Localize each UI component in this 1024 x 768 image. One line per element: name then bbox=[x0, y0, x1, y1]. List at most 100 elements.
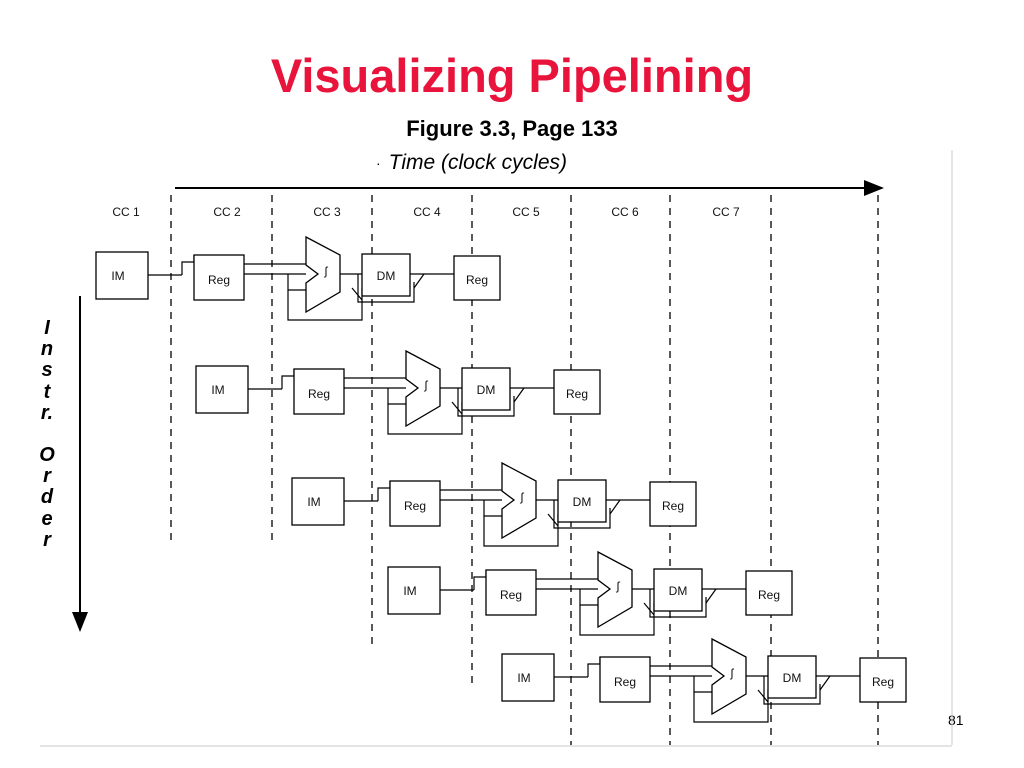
instruction-row: IMRegʃALUDMReg bbox=[95, 235, 501, 321]
reg-to-alu-wire bbox=[483, 500, 502, 517]
reg-write-box bbox=[649, 481, 697, 527]
cycle-label: CC 7 bbox=[712, 205, 740, 219]
dm-label: DM bbox=[477, 383, 496, 397]
alu-to-dm-wire bbox=[643, 602, 655, 616]
alu-bypass-wire bbox=[693, 690, 769, 723]
im-to-reg-wire bbox=[281, 369, 295, 389]
cycle-label: CC 1 bbox=[112, 205, 140, 219]
alu-shape bbox=[501, 461, 537, 540]
order-label-char: I bbox=[44, 317, 50, 339]
dm-label: DM bbox=[783, 671, 802, 685]
alu-shape bbox=[711, 637, 747, 716]
cycle-label: CC 3 bbox=[313, 205, 341, 219]
alu-shape bbox=[405, 349, 441, 428]
order-label-char: s bbox=[41, 359, 53, 382]
instruction-row: IMRegʃALUDMReg bbox=[387, 550, 793, 636]
reg-write-label: Reg bbox=[662, 499, 684, 513]
im-to-reg-wire bbox=[473, 570, 487, 590]
im-label: IM bbox=[211, 383, 224, 397]
dm-bypass-wire bbox=[649, 589, 707, 618]
im-label: IM bbox=[403, 584, 416, 598]
dm-to-reg-wire bbox=[513, 387, 525, 403]
reg-write-label: Reg bbox=[758, 588, 780, 602]
reg-write-box bbox=[745, 570, 793, 616]
dm-to-reg-wire bbox=[819, 675, 831, 691]
alu-glyph: ʃ bbox=[616, 579, 621, 593]
instruction-row: IMRegʃALUDMReg bbox=[195, 349, 601, 435]
order-label-char: t bbox=[43, 380, 51, 403]
dm-box bbox=[361, 253, 411, 297]
alu-to-dm-wire bbox=[351, 287, 363, 301]
slide-title: Visualizing Pipelining bbox=[270, 49, 754, 102]
reg-to-alu-wire bbox=[579, 589, 598, 606]
reg-to-alu-wire bbox=[693, 676, 712, 693]
figure-caption: Figure 3.3, Page 133 bbox=[406, 116, 618, 141]
alu-to-dm-wire bbox=[451, 401, 463, 415]
dm-box bbox=[557, 479, 607, 523]
reg-read-box bbox=[599, 656, 651, 703]
dm-label: DM bbox=[377, 269, 396, 283]
order-label-char: r bbox=[43, 465, 51, 488]
reg-write-label: Reg bbox=[466, 273, 488, 287]
dm-to-reg-wire bbox=[609, 499, 621, 515]
reg-read-label: Reg bbox=[614, 675, 636, 689]
alu-shape bbox=[597, 550, 633, 629]
alu-bypass-wire bbox=[387, 402, 463, 435]
dm-to-reg-wire bbox=[413, 273, 425, 289]
cycle-dividers bbox=[170, 195, 879, 745]
alu-glyph: ʃ bbox=[520, 490, 525, 504]
reg-read-label: Reg bbox=[500, 588, 522, 602]
dm-to-reg-wire bbox=[705, 588, 717, 604]
im-to-reg-wire bbox=[587, 657, 601, 677]
reg-write-box bbox=[453, 255, 501, 301]
dm-bypass-wire bbox=[357, 274, 415, 303]
reg-write-label: Reg bbox=[872, 675, 894, 689]
order-label-char: e bbox=[41, 507, 53, 530]
im-label: IM bbox=[517, 671, 530, 685]
reg-read-box bbox=[485, 569, 537, 616]
time-axis-label: Time (clock cycles) bbox=[388, 151, 567, 174]
order-label-char: O bbox=[39, 444, 55, 467]
dm-label: DM bbox=[573, 495, 592, 509]
reg-read-label: Reg bbox=[404, 499, 426, 513]
alu-glyph: ʃ bbox=[324, 264, 329, 278]
instruction-row: IMRegʃALUDMReg bbox=[501, 637, 907, 723]
reg-write-label: Reg bbox=[566, 387, 588, 401]
alu-glyph: ʃ bbox=[424, 378, 429, 392]
cycle-label: CC 2 bbox=[213, 205, 241, 219]
reg-to-alu-wire bbox=[287, 274, 306, 291]
reg-write-box bbox=[553, 369, 601, 415]
im-to-reg-wire bbox=[181, 255, 195, 275]
dm-label: DM bbox=[669, 584, 688, 598]
im-box bbox=[95, 251, 149, 300]
dm-bypass-wire bbox=[457, 388, 515, 417]
reg-write-box bbox=[859, 657, 907, 703]
im-label: IM bbox=[307, 495, 320, 509]
alu-bypass-wire bbox=[579, 603, 655, 636]
dm-box bbox=[767, 655, 817, 699]
instruction-rows: IMRegʃALUDMRegIMRegʃALUDMRegIMRegʃALUDMR… bbox=[95, 235, 907, 723]
cycle-label: CC 5 bbox=[512, 205, 540, 219]
im-to-reg-wire bbox=[377, 481, 391, 501]
alu-to-dm-wire bbox=[757, 689, 769, 703]
instruction-row: IMRegʃALUDMReg bbox=[291, 461, 697, 547]
cycle-label: CC 6 bbox=[611, 205, 639, 219]
order-label-char: n bbox=[40, 338, 54, 361]
reg-read-label: Reg bbox=[208, 273, 230, 287]
cycle-label: CC 4 bbox=[413, 205, 441, 219]
alu-bypass-wire bbox=[287, 288, 363, 321]
reg-to-alu-wire bbox=[387, 388, 406, 405]
alu-glyph: ʃ bbox=[730, 666, 735, 680]
order-label-char: r. bbox=[40, 401, 54, 424]
reg-read-label: Reg bbox=[308, 387, 330, 401]
reg-read-box bbox=[293, 368, 345, 415]
cycle-labels: CC 1 CC 2 CC 3 CC 4 CC 5 CC 6 CC 7 bbox=[112, 205, 740, 219]
reg-read-box bbox=[193, 254, 245, 301]
time-axis-label-group: ·Time (clock cycles) bbox=[376, 152, 567, 173]
order-label-char: r bbox=[43, 528, 51, 551]
order-label-char: d bbox=[40, 486, 54, 509]
im-box bbox=[387, 566, 441, 615]
alu-shape bbox=[305, 235, 341, 314]
